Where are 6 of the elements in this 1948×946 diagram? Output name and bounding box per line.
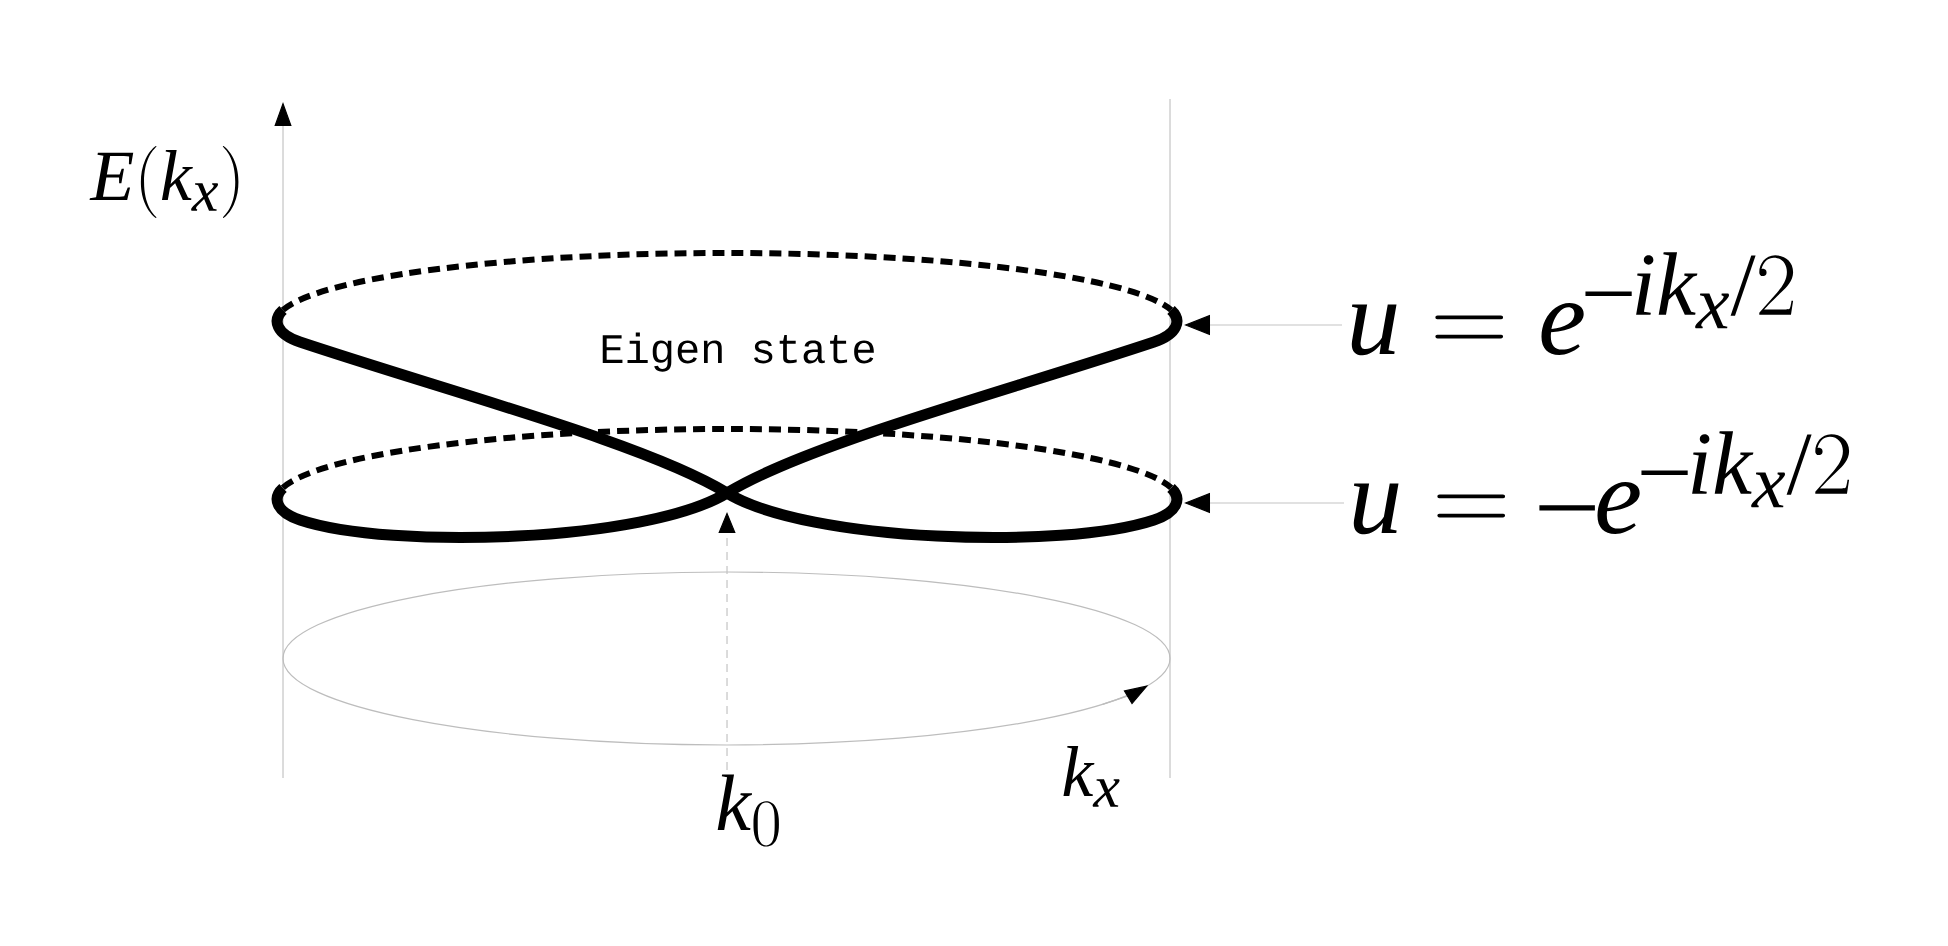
axis-label: $k_x$ (1063, 746, 1120, 807)
caption-text: Eigen state (602, 332, 874, 372)
equation-label: $u=e^{-ik_x/2}$ (1351, 252, 1794, 356)
point-label: $k_0$ (717, 774, 779, 847)
axis-label: $E(k_x)$ (89, 146, 239, 218)
equation-label: $u=-e^{-ik_x/2}$ (1353, 431, 1850, 535)
